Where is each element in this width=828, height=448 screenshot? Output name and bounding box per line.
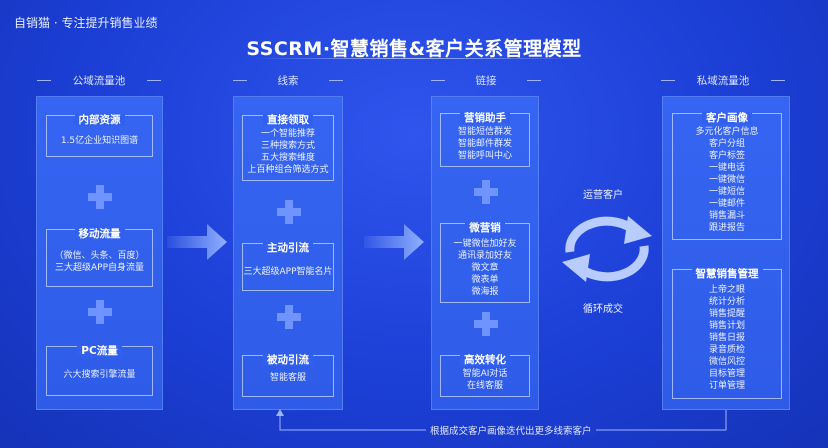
box-body: 智能AI对话 在线客服 <box>462 369 508 391</box>
box-title: 移动流量 <box>74 228 125 240</box>
plus-icon <box>88 185 112 209</box>
box-internal-resources: 内部资源 1.5亿企业知识图谱 <box>46 114 153 157</box>
brand-tagline: 自销猫 · 专注提升销售业绩 <box>14 16 158 30</box>
box-customer-portrait: 客户画像 多元化客户信息 客户分组 客户标签 一键电话 一键微信 一键短信 一键… <box>672 112 782 240</box>
box-title: 高效转化 <box>460 354 510 366</box>
column-header-public: 公域流量池 <box>37 72 161 90</box>
column-header-link: 链接 <box>431 72 541 90</box>
page-title: SSCRM·智慧销售&客户关系管理模型 <box>246 38 582 60</box>
column-leads: 直接领取 一个智能推荐 三种搜索方式 五大搜索维度 上百种组合筛选方式 主动引流… <box>233 96 343 410</box>
plus-icon <box>277 200 301 224</box>
box-direct-claim: 直接领取 一个智能推荐 三种搜索方式 五大搜索维度 上百种组合筛选方式 <box>242 114 334 181</box>
box-marketing-assistant: 营销助手 智能短信群发 智能邮件群发 智能呼叫中心 <box>440 112 530 167</box>
box-efficient-conversion: 高效转化 智能AI对话 在线客服 <box>440 354 530 397</box>
box-active-traffic: 主动引流 三大超级APP智能名片 <box>242 242 334 291</box>
box-passive-traffic: 被动引流 智能客服 <box>242 354 334 397</box>
plus-icon <box>474 312 498 336</box>
box-body: 1.5亿企业知识图谱 <box>60 136 139 146</box>
box-title: 智慧销售管理 <box>691 268 763 280</box>
box-body: 一个智能推荐 三种搜索方式 五大搜索维度 上百种组合筛选方式 <box>247 129 329 175</box>
box-body: 智能客服 <box>269 373 306 383</box>
arrow-right-icon <box>167 224 227 260</box>
plus-icon <box>277 305 301 329</box>
box-title: 微营销 <box>465 222 505 234</box>
column-link: 营销助手 智能短信群发 智能邮件群发 智能呼叫中心 微营销 一键微信加好友 通讯… <box>431 96 539 410</box>
box-body: （微信、头条、百度） 三大超级APP自身流量 <box>54 251 145 273</box>
box-title: 客户画像 <box>702 112 752 124</box>
plus-icon <box>88 300 112 324</box>
title-divider <box>250 58 578 59</box>
column-header-leads: 线索 <box>233 72 343 90</box>
box-body: 一键微信加好友 通讯录加好友 微文章 微表单 微海报 <box>453 239 517 297</box>
box-smart-sales-management: 智慧销售管理 上帝之眼 统计分析 销售提醒 销售计划 销售日报 录音质检 微信风… <box>672 268 782 399</box>
box-body: 上帝之眼 统计分析 销售提醒 销售计划 销售日报 录音质检 微信风控 目标管理 … <box>708 285 745 391</box>
cycle-label-bottom: 循环成交 <box>583 304 623 315</box>
box-pc-traffic: PC流量 六大搜索引擎流量 <box>46 345 153 396</box>
box-body: 六大搜索引擎流量 <box>63 370 136 380</box>
box-title: PC流量 <box>77 345 122 357</box>
box-body: 三大超级APP智能名片 <box>243 267 333 277</box>
feedback-loop-label: 根据成交客户画像迭代出更多线索客户 <box>426 423 596 437</box>
cycle-arrows-icon <box>562 216 652 282</box>
box-title: 直接领取 <box>263 114 313 126</box>
plus-icon <box>474 180 498 204</box>
box-mobile-traffic: 移动流量 （微信、头条、百度） 三大超级APP自身流量 <box>46 228 153 287</box>
box-wechat-marketing: 微营销 一键微信加好友 通讯录加好友 微文章 微表单 微海报 <box>440 222 530 303</box>
arrow-right-icon <box>364 224 424 260</box>
box-title: 被动引流 <box>263 354 313 366</box>
cycle-label-top: 运营客户 <box>583 190 623 201</box>
box-title: 营销助手 <box>460 112 510 124</box>
column-header-private: 私域流量池 <box>661 72 785 90</box>
column-public: 内部资源 1.5亿企业知识图谱 移动流量 （微信、头条、百度） 三大超级APP自… <box>36 96 163 410</box>
box-body: 多元化客户信息 客户分组 客户标签 一键电话 一键微信 一键短信 一键邮件 销售… <box>695 127 759 233</box>
box-body: 智能短信群发 智能邮件群发 智能呼叫中心 <box>457 127 512 161</box>
box-title: 内部资源 <box>74 114 125 126</box>
column-private: 客户画像 多元化客户信息 客户分组 客户标签 一键电话 一键微信 一键短信 一键… <box>662 96 790 410</box>
box-title: 主动引流 <box>263 242 313 254</box>
